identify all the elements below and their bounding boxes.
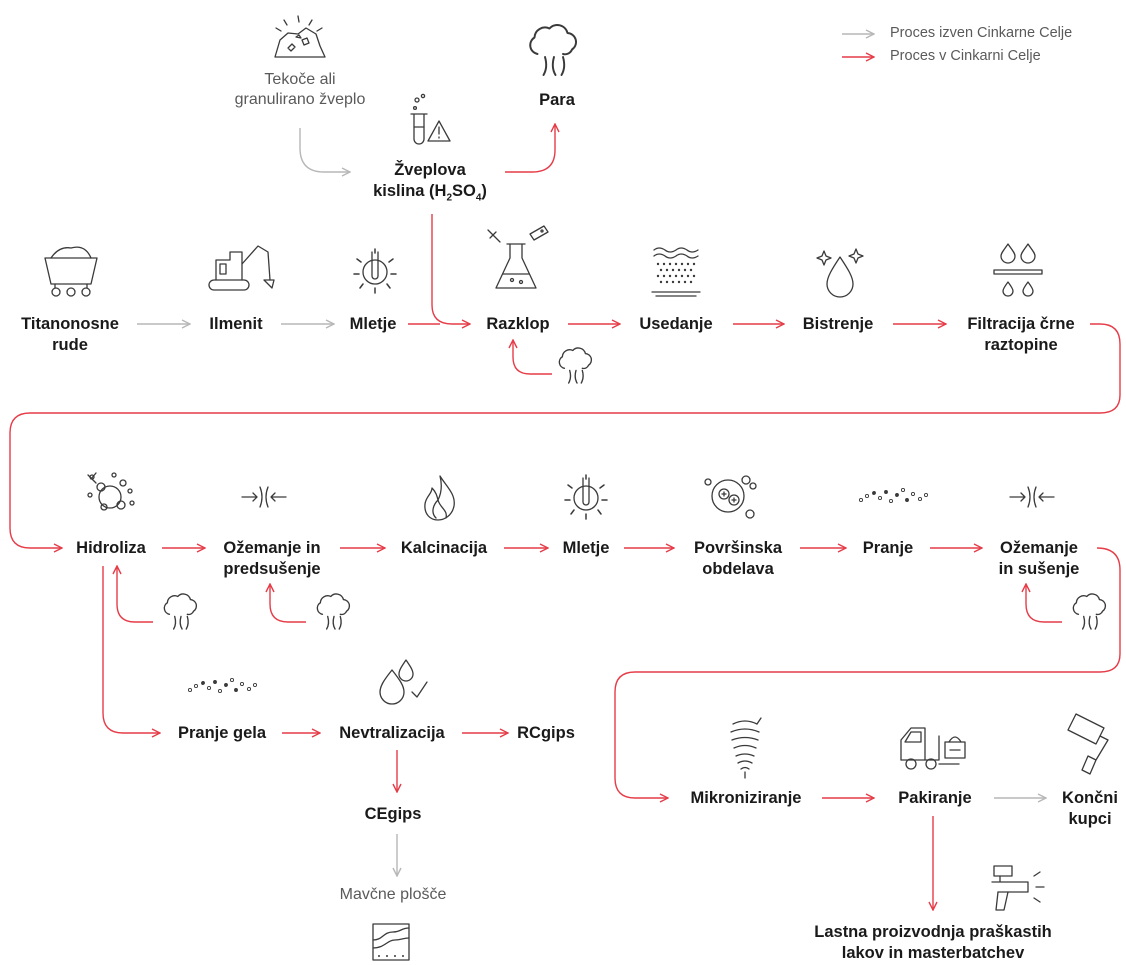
spiral-icon: [730, 717, 762, 779]
node-customers-line1: Končni: [1062, 789, 1118, 807]
node-acid-line2: kislina (H2SO4): [373, 182, 487, 204]
node-surface-treatment: Površinska obdelava: [694, 538, 782, 580]
node-grinding-1: Mletje: [349, 315, 397, 333]
legend-outside: Proces izven Cinkarne Celje: [890, 25, 1073, 41]
node-sulfur: Tekoče ali granulirano žveplo: [235, 70, 366, 110]
paint-roller-icon: [1067, 713, 1109, 775]
node-sulfuric-acid: Žveplova kislina (H2SO4): [373, 160, 487, 208]
connectors: [9, 124, 1121, 910]
steam-cloud-icon: [316, 593, 351, 630]
node-own-line1: Lastna proizvodnja praškastih: [814, 923, 1052, 941]
node-hydrolysis: Hidroliza: [76, 539, 146, 557]
node-squeeze1-line2: predsušenje: [223, 560, 321, 578]
sulfur-rock-icon: [274, 15, 326, 58]
grinding-mill-icon: [564, 474, 608, 520]
filter-drops-icon: [993, 243, 1043, 297]
node-ilmenite: Ilmenit: [209, 315, 263, 333]
legend-arrows: [842, 34, 874, 57]
surface-treatment-icon: [704, 475, 757, 519]
node-ore-line2: rude: [52, 336, 88, 354]
squeeze-press-icon: [1009, 486, 1055, 508]
node-customers-line2: kupci: [1068, 810, 1112, 828]
node-grinding-2: Mletje: [562, 539, 610, 557]
node-settling: Usedanje: [639, 315, 713, 333]
node-neutralization: Nevtralizacija: [339, 724, 445, 742]
acid-flask-warning-icon: [410, 93, 451, 145]
node-calcination: Kalcinacija: [400, 539, 488, 557]
flame-icon: [424, 475, 455, 521]
node-filtration-line1: Filtracija črne: [967, 315, 1075, 333]
node-digestion: Razklop: [486, 315, 550, 333]
node-clarification: Bistrenje: [802, 315, 874, 333]
node-surface-line2: obdelava: [702, 560, 774, 578]
node-filtration-line2: raztopine: [984, 336, 1058, 354]
dust-particles-icon: [187, 677, 258, 694]
node-titanium-ore: Titanonosne rude: [21, 314, 119, 356]
steam-cloud-icon: [558, 347, 593, 384]
node-rcgips: RCgips: [517, 724, 575, 742]
node-squeeze1-line1: Ožemanje in: [223, 539, 321, 557]
node-steam: Para: [539, 91, 575, 109]
node-end-customers: Končni kupci: [1062, 788, 1118, 830]
pipette-flask-icon: [487, 225, 549, 289]
dust-particles-icon: [858, 487, 929, 504]
node-plasterboard: Mavčne plošče: [339, 886, 447, 903]
hydrolysis-molecule-icon: [87, 472, 135, 511]
node-sulfur-line1: Tekoče ali: [264, 71, 336, 88]
steam-cloud-icon: [529, 24, 578, 76]
steam-cloud-icon: [1072, 593, 1107, 630]
mine-cart-icon: [44, 246, 98, 297]
clear-drop-icon: [816, 248, 864, 298]
legend-inside: Proces v Cinkarni Celje: [890, 48, 1041, 64]
plasterboard-icon: [372, 923, 410, 961]
ph-drops-icon: [379, 659, 428, 705]
node-squeeze2-line2: in sušenje: [998, 560, 1080, 578]
forklift-icon: [900, 727, 966, 770]
node-own-line2: lakov in masterbatchev: [841, 944, 1025, 962]
node-packaging: Pakiranje: [898, 789, 972, 807]
excavator-icon: [208, 245, 275, 291]
node-cegips: CEgips: [364, 805, 422, 823]
node-squeeze2-line1: Ožemanje: [1000, 539, 1078, 557]
node-washing: Pranje: [862, 539, 914, 557]
node-acid-line1: Žveplova: [394, 161, 466, 179]
spray-gun-icon: [991, 865, 1045, 911]
node-filtration: Filtracija črne raztopine: [967, 314, 1074, 356]
node-sulfur-line2: granulirano žveplo: [234, 91, 366, 108]
node-squeeze-predry: Ožemanje in predsušenje: [223, 538, 320, 580]
node-gel-washing: Pranje gela: [177, 724, 267, 742]
steam-cloud-icon: [163, 593, 198, 630]
grinding-mill-icon: [353, 248, 397, 294]
squeeze-press-icon: [241, 486, 287, 508]
node-squeeze-dry: Ožemanje in sušenje: [999, 538, 1080, 580]
sediment-icon: [651, 247, 701, 297]
node-surface-line1: Površinska: [693, 539, 783, 557]
node-ore-line1: Titanonosne: [21, 315, 119, 333]
node-micronization: Mikroniziranje: [690, 789, 802, 807]
node-own-production: Lastna proizvodnja praškastih lakov in m…: [814, 922, 1051, 964]
